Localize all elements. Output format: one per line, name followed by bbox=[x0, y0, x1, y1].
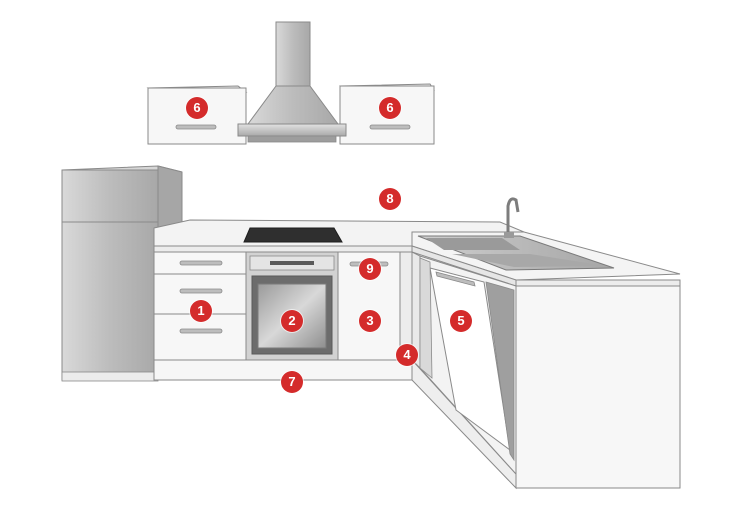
marker-5: 5 bbox=[450, 310, 472, 332]
extractor-hood bbox=[237, 21, 347, 143]
marker-7: 7 bbox=[281, 371, 303, 393]
marker-6-left: 6 bbox=[186, 97, 208, 119]
marker-6-right: 6 bbox=[379, 97, 401, 119]
wall-cabinet-right-handle bbox=[369, 124, 411, 130]
end-cabinet bbox=[515, 285, 681, 489]
plinth bbox=[153, 358, 517, 490]
tap bbox=[504, 197, 520, 238]
cooktop bbox=[243, 227, 343, 243]
marker-1: 1 bbox=[190, 300, 212, 322]
marker-3: 3 bbox=[359, 310, 381, 332]
dishwasher bbox=[419, 255, 517, 476]
built-in-oven bbox=[245, 251, 339, 361]
sink bbox=[417, 235, 615, 271]
wall-cabinet-left-handle bbox=[175, 124, 217, 130]
wall-cabinet-right bbox=[339, 83, 435, 145]
marker-9: 9 bbox=[359, 258, 381, 280]
marker-4: 4 bbox=[396, 344, 418, 366]
marker-8: 8 bbox=[379, 188, 401, 210]
marker-2: 2 bbox=[281, 310, 303, 332]
